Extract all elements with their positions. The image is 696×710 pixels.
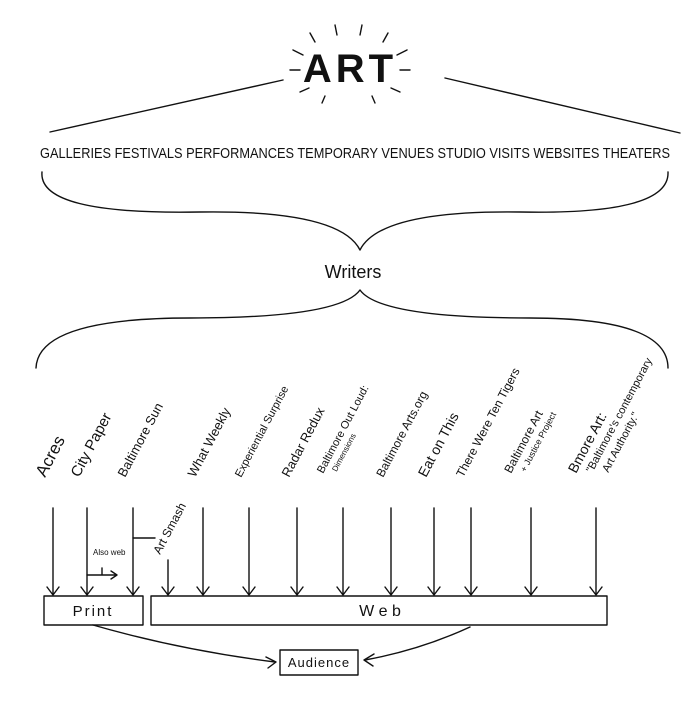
- print-to-audience-arrow: [92, 624, 277, 669]
- audience-box: [279, 649, 359, 676]
- outlet-arrow: [80, 507, 94, 596]
- art-title-group: ART: [49, 24, 681, 134]
- audience-label: Audience: [288, 655, 350, 670]
- outlet-arrow: [290, 507, 304, 596]
- outlet-arrow: [589, 507, 603, 596]
- outlet-arrow: [196, 507, 210, 596]
- top-brace: [41, 171, 669, 251]
- outlet-label: Art Smash: [150, 500, 189, 556]
- outlet-arrow: [126, 507, 140, 596]
- outlet-experiential-surprise: Experiential Surprise: [233, 384, 291, 596]
- outlet-what-weekly: What Weekly: [184, 405, 234, 596]
- outlet-art-smash: Art Smash: [150, 500, 189, 596]
- outlet-acres: Acres: [32, 433, 69, 596]
- outlet-arrow: [427, 507, 441, 596]
- web-label: W e b: [359, 603, 401, 620]
- outlet-baltimore-art: Baltimore Art+ Justice Project: [501, 408, 558, 596]
- outlet-label: Acres: [32, 433, 69, 480]
- art-title: ART: [303, 47, 397, 91]
- also-web-arrow-icon: [86, 567, 118, 580]
- print-label: Print: [73, 603, 114, 620]
- outlet-arrow: [242, 507, 256, 596]
- outlet-arrow: [384, 507, 398, 596]
- outlet-baltimore-sun: Baltimore Sun: [114, 400, 166, 596]
- outlet-label: City Paper: [68, 410, 116, 480]
- outlet-baltimore-arts-org: Baltimore Arts.org: [373, 389, 430, 596]
- outlet-eat-on-this: Eat on This: [415, 410, 462, 596]
- outlet-label: What Weekly: [184, 405, 233, 480]
- outlet-label: Baltimore Sun: [114, 400, 166, 479]
- web-to-audience-arrow: [363, 626, 471, 667]
- outlet-arrow: [464, 507, 478, 596]
- writers-label: Writers: [325, 262, 382, 282]
- sunburst-rays-icon: [289, 24, 411, 104]
- outlet-city-paper: City Paper: [68, 410, 116, 596]
- venue-categories: GALLERIES FESTIVALS PERFORMANCES TEMPORA…: [40, 146, 670, 162]
- outlet-arrow: [161, 559, 175, 596]
- outlet-arrow: [336, 507, 350, 596]
- outlet-radar-redux: Radar Redux: [278, 404, 328, 596]
- left-fan-line: [49, 79, 284, 133]
- web-box: [150, 595, 608, 626]
- right-fan-line: [444, 77, 681, 134]
- bottom-brace: [35, 289, 669, 369]
- outlet-arrow: [46, 507, 60, 596]
- also-web-note: Also web: [93, 548, 126, 557]
- outlet-arrow: [524, 507, 538, 596]
- outlet-there-were-ten-tigers: There Were Ten Tigers: [453, 365, 523, 596]
